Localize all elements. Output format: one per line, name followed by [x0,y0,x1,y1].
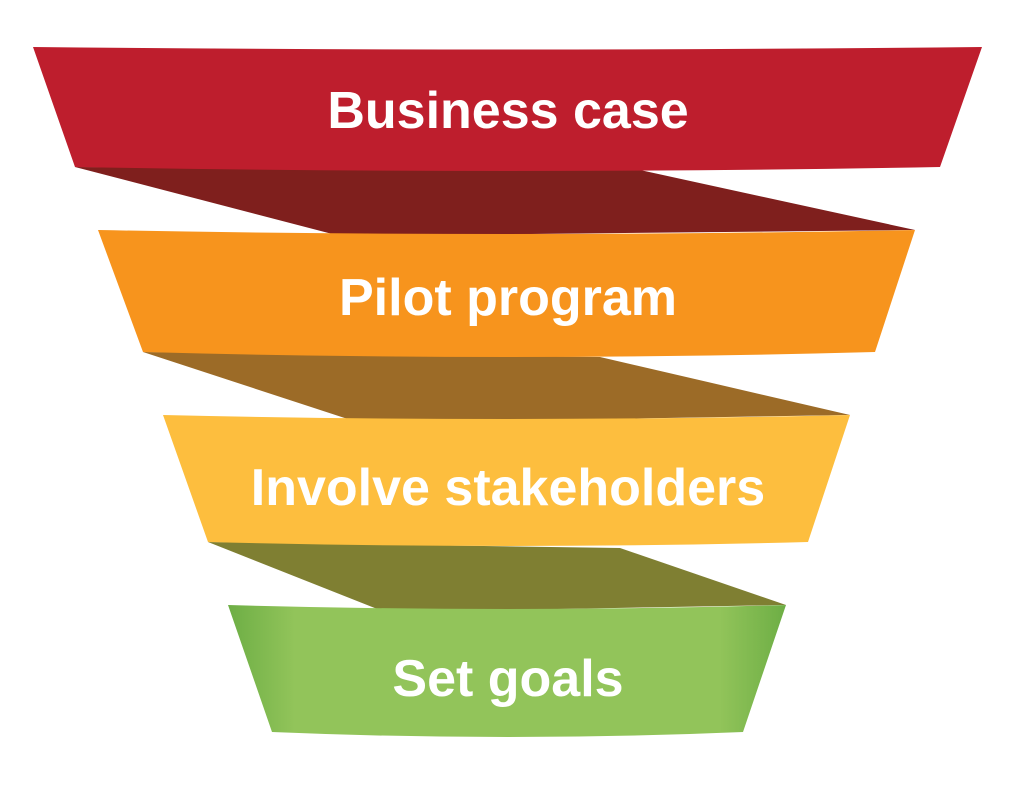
stage-label-business-case: Business case [327,82,688,140]
stage-label-pilot-program: Pilot program [339,269,677,327]
funnel-stage-3 [163,415,850,546]
funnel-stage-2 [98,230,915,357]
funnel-connector-2 [143,352,850,423]
funnel-connector-3 [208,542,786,612]
stage-label-set-goals: Set goals [392,650,623,708]
funnel-connector-1 [75,167,915,236]
stage-label-involve-stakeholders: Involve stakeholders [251,459,765,517]
funnel-stage-4 [228,605,786,737]
funnel-stage-1 [33,47,982,171]
